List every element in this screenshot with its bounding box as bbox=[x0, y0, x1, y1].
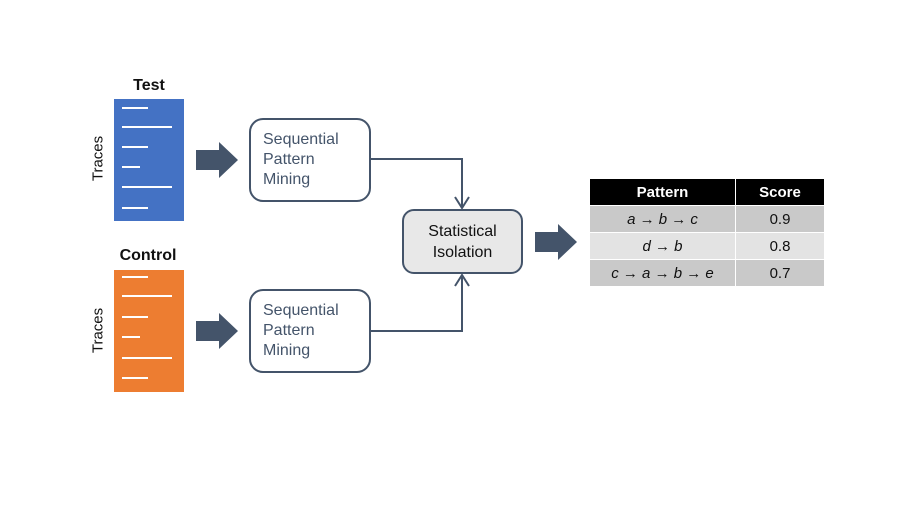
control-group-title: Control bbox=[119, 247, 177, 264]
header-score: Score bbox=[736, 179, 824, 205]
connector-top-arrowhead bbox=[454, 196, 470, 210]
mining-top-line-3: Mining bbox=[263, 171, 311, 188]
score-cell: 0.9 bbox=[736, 206, 824, 232]
test-traces-document bbox=[114, 99, 184, 221]
block-arrow-control bbox=[196, 313, 238, 349]
control-traces-document bbox=[114, 270, 184, 392]
sequential-pattern-mining-bottom: Sequential Pattern Mining bbox=[249, 289, 371, 373]
statistical-isolation-box: Statistical Isolation bbox=[402, 209, 523, 274]
block-arrow-test bbox=[196, 142, 238, 178]
connector-top bbox=[370, 158, 463, 206]
table-row: a → b → c 0.9 bbox=[590, 206, 824, 232]
table-row: d → b 0.8 bbox=[590, 233, 824, 259]
connector-bottom bbox=[370, 277, 463, 332]
test-group-title: Test bbox=[133, 77, 165, 94]
mining-bottom-line-3: Mining bbox=[263, 342, 311, 359]
block-arrow-results bbox=[535, 224, 577, 260]
isolation-line-2: Isolation bbox=[432, 243, 493, 261]
mining-bottom-line-2: Pattern bbox=[263, 322, 315, 339]
results-header-row: Pattern Score bbox=[590, 179, 824, 205]
connector-bottom-arrowhead bbox=[454, 273, 470, 287]
mining-top-line-1: Sequential bbox=[263, 131, 339, 148]
pattern-cell: d → b bbox=[590, 233, 735, 259]
score-cell: 0.7 bbox=[736, 260, 824, 286]
mining-top-line-2: Pattern bbox=[263, 151, 315, 168]
pattern-cell: a → b → c bbox=[590, 206, 735, 232]
score-cell: 0.8 bbox=[736, 233, 824, 259]
isolation-line-1: Statistical bbox=[428, 222, 497, 240]
mining-bottom-line-1: Sequential bbox=[263, 302, 339, 319]
table-row: c → a → b → e 0.7 bbox=[590, 260, 824, 286]
sequential-pattern-mining-top: Sequential Pattern Mining bbox=[249, 118, 371, 202]
results-table: Pattern Score a → b → c 0.9 d → b 0.8 c … bbox=[589, 178, 825, 287]
pattern-cell: c → a → b → e bbox=[590, 260, 735, 286]
header-pattern: Pattern bbox=[590, 179, 735, 205]
